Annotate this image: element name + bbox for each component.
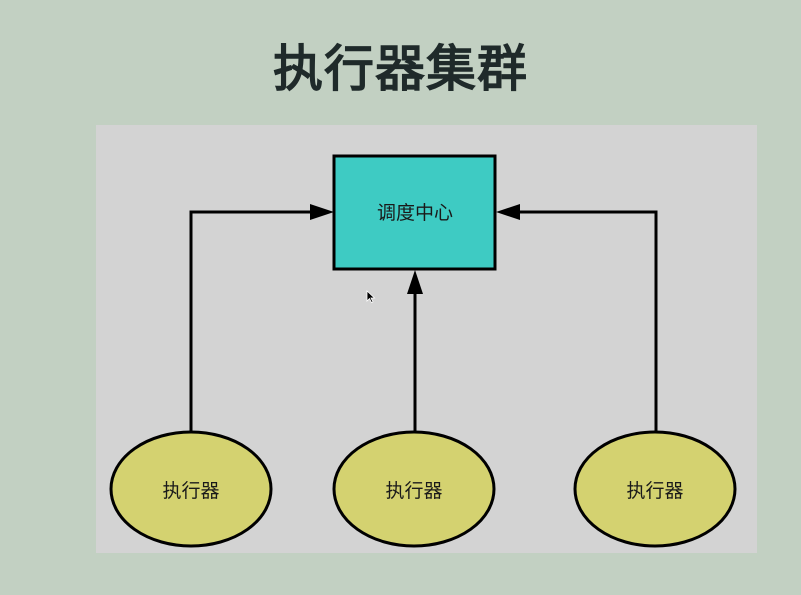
executor-node-3: [573, 430, 737, 548]
arrowhead-left: [310, 204, 334, 220]
executor-label-2: 执行器: [385, 480, 442, 502]
connector-right: [518, 210, 658, 432]
slide-title: 执行器集群: [273, 40, 528, 98]
connector-left: [189, 210, 312, 432]
arrowhead-middle: [407, 270, 423, 294]
executor-label-1: 执行器: [162, 480, 219, 502]
executor-label-3: 执行器: [626, 480, 683, 502]
scheduler-center-node: [332, 154, 497, 271]
arrowhead-right: [496, 204, 520, 220]
mouse-pointer-icon: [366, 290, 376, 304]
executor-node-1: [109, 430, 273, 548]
scheduler-center-label: 调度中心: [377, 202, 453, 224]
executor-node-2: [332, 430, 496, 548]
